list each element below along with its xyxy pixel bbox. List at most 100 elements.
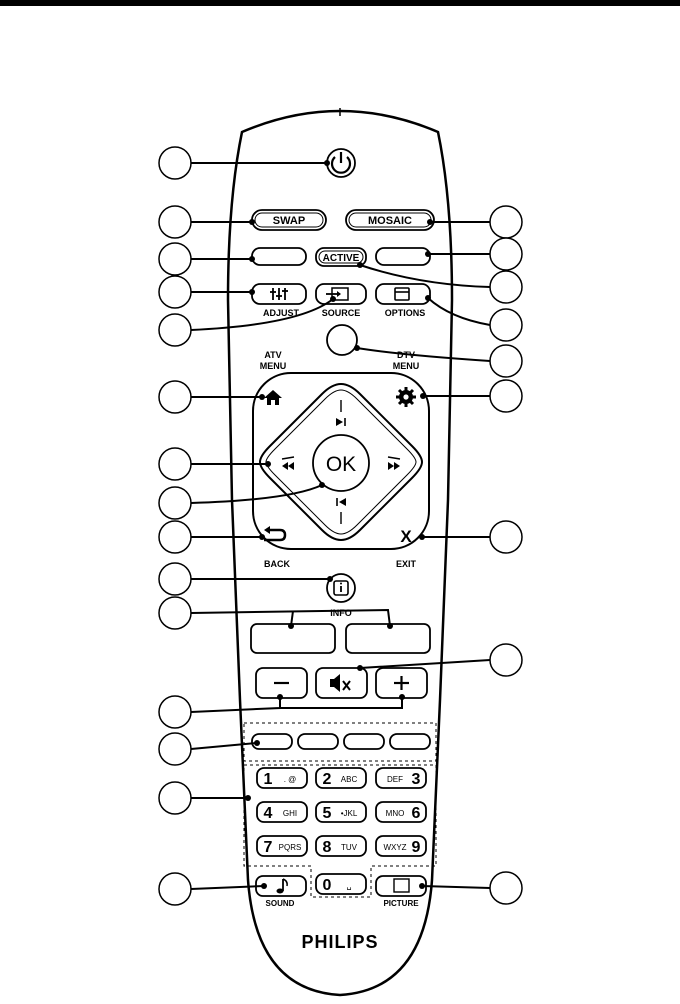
callout-6 [158,380,265,414]
power-icon [330,152,352,174]
options-label: OPTIONS [385,308,426,318]
numkey-digit: 7 [264,839,273,856]
power-button[interactable] [326,148,356,178]
source-button[interactable] [315,283,367,305]
numkey-digit: 8 [323,839,332,856]
callout-11 [158,596,393,630]
top-rule [0,0,680,6]
numkey-7[interactable]: 7 PQRS [256,835,308,857]
numkey-letters: ABC [341,775,358,784]
picture-button[interactable] [375,875,427,897]
callout-20 [354,344,523,378]
ok-button[interactable]: OK [312,434,370,492]
mosaic-button[interactable]: MOSAIC [345,209,435,231]
numkey-digit: 9 [412,839,421,856]
blank-left-button[interactable] [251,247,307,266]
callout-5 [158,296,336,347]
wide-left-button[interactable] [250,623,336,654]
info-icon [333,580,349,596]
callout-4 [158,275,255,309]
numkey-digit: 3 [412,771,421,788]
adjust-button[interactable] [251,283,307,305]
source-label: SOURCE [322,308,361,318]
numkey-digit: 4 [264,805,273,822]
nav-ring-outer [252,372,430,550]
mosaic-label: MOSAIC [368,215,412,227]
atv-label-1: ATV [264,350,281,360]
callout-21 [420,379,523,413]
active-label: ACTIVE [323,253,360,264]
back-arrow-icon [264,526,287,542]
callout-8 [158,482,325,520]
rewind-icon [281,456,295,470]
ok-label: OK [326,453,356,476]
color-keys[interactable] [251,733,431,750]
gear-button[interactable] [396,387,416,407]
fast-forward-icon [387,456,401,470]
home-icon [264,390,282,405]
callout-11-branch [288,610,294,629]
numkey-5[interactable]: 5•JKL [315,801,367,823]
list-button[interactable] [326,324,358,356]
callout-12-branch [280,694,405,709]
exit-label: EXIT [396,559,417,569]
numkey-1[interactable]: 1. @ [256,767,308,789]
numpad-group [243,764,437,898]
callout-7 [158,447,271,481]
active-button[interactable]: ACTIVE [315,247,367,267]
picture-label: PICTURE [383,899,419,908]
numkey-letters: •JKL [341,809,358,818]
callouts [158,146,523,906]
callout-18 [357,262,523,304]
sound-label: SOUND [266,899,295,908]
play-prev-icon [336,498,346,524]
numkey-letters: PQRS [279,843,302,852]
brand-logo: PHILIPS [301,932,378,952]
numkey-4[interactable]: 4 GHI [256,801,308,823]
callout-14 [158,781,251,815]
callout-12 [158,694,283,729]
callout-15 [158,872,267,906]
play-next-icon [336,400,346,426]
mute-icon [330,674,351,692]
numkey-letters: ␣ [346,881,351,890]
numkey-0[interactable]: 0␣ [315,873,367,895]
numkey-9[interactable]: 9 WXYZ [375,835,427,857]
callout-24 [419,871,523,905]
adjust-sliders-icon [270,288,288,300]
swap-button[interactable]: SWAP [251,209,327,231]
volume-down-button[interactable] [255,667,308,699]
home-button[interactable] [264,390,282,405]
adjust-label: ADJUST [263,308,300,318]
blank-right-button[interactable] [375,247,431,266]
info-button[interactable] [326,573,356,603]
numkey-letters: . @ [284,775,297,784]
mute-button[interactable] [315,667,368,699]
exit-symbol[interactable]: X [400,527,412,546]
callout-1 [158,146,330,180]
numkey-6[interactable]: 6 MNO [375,801,427,823]
plus-icon [394,676,409,690]
numkey-digit: 6 [412,805,421,822]
back-button[interactable] [264,526,287,542]
volume-up-button[interactable] [375,667,428,699]
options-button[interactable] [375,283,431,305]
callout-13 [158,732,260,766]
callout-10 [158,562,333,596]
numkey-letters: GHI [283,809,297,818]
atv-label-2: MENU [260,361,287,371]
numkey-digit: 0 [323,877,332,894]
callout-2 [158,205,255,239]
source-icon [326,287,349,301]
music-note-icon [276,878,288,894]
numkey-letters: MNO [386,809,405,818]
remote-body [226,109,454,997]
numkey-letters: WXYZ [383,843,406,852]
color-keys-group [243,722,437,762]
wide-right-button[interactable] [345,623,431,654]
